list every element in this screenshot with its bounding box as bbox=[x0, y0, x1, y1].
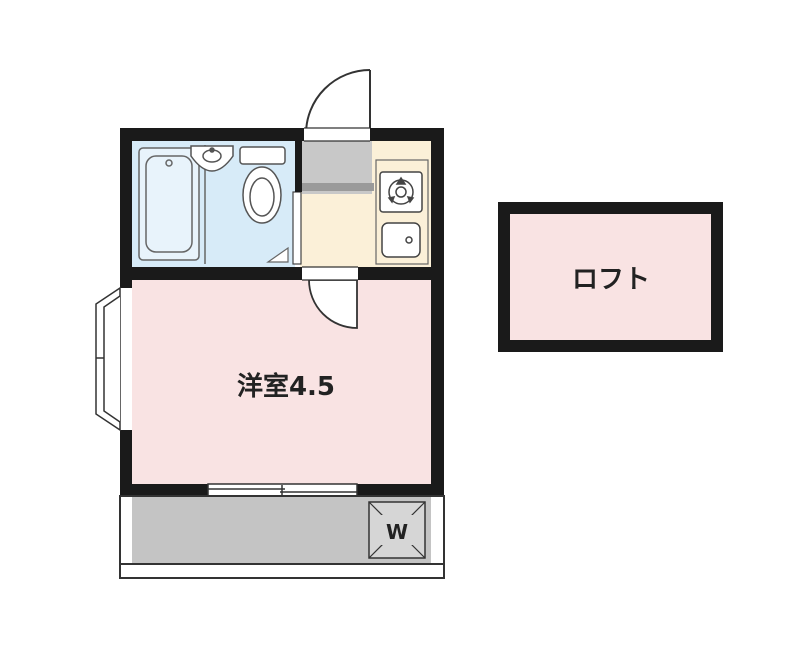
walls bbox=[120, 128, 444, 496]
room-door-gap bbox=[302, 267, 358, 280]
balcony-sliding-window bbox=[207, 483, 358, 497]
washing-machine-space bbox=[368, 501, 426, 559]
bathtub bbox=[138, 147, 200, 261]
washbasin bbox=[190, 145, 234, 172]
room-door bbox=[308, 279, 358, 329]
western-room-label: 洋室4.5 bbox=[237, 371, 335, 402]
loft-floor bbox=[510, 214, 711, 340]
entrance-door bbox=[305, 69, 371, 135]
loft-label: ロフト bbox=[572, 265, 650, 295]
western-room-floor bbox=[132, 280, 431, 485]
bath-partition bbox=[292, 191, 302, 265]
gas-stove-icon bbox=[379, 171, 423, 213]
toilet bbox=[239, 146, 286, 224]
entrance-door-gap bbox=[304, 128, 370, 141]
kitchen-sink bbox=[381, 222, 421, 258]
entrance-step bbox=[302, 183, 374, 191]
bathroom-door bbox=[266, 246, 289, 263]
loft-walls bbox=[498, 202, 723, 352]
laundry-label: W bbox=[386, 520, 408, 544]
bay-window bbox=[95, 286, 121, 432]
